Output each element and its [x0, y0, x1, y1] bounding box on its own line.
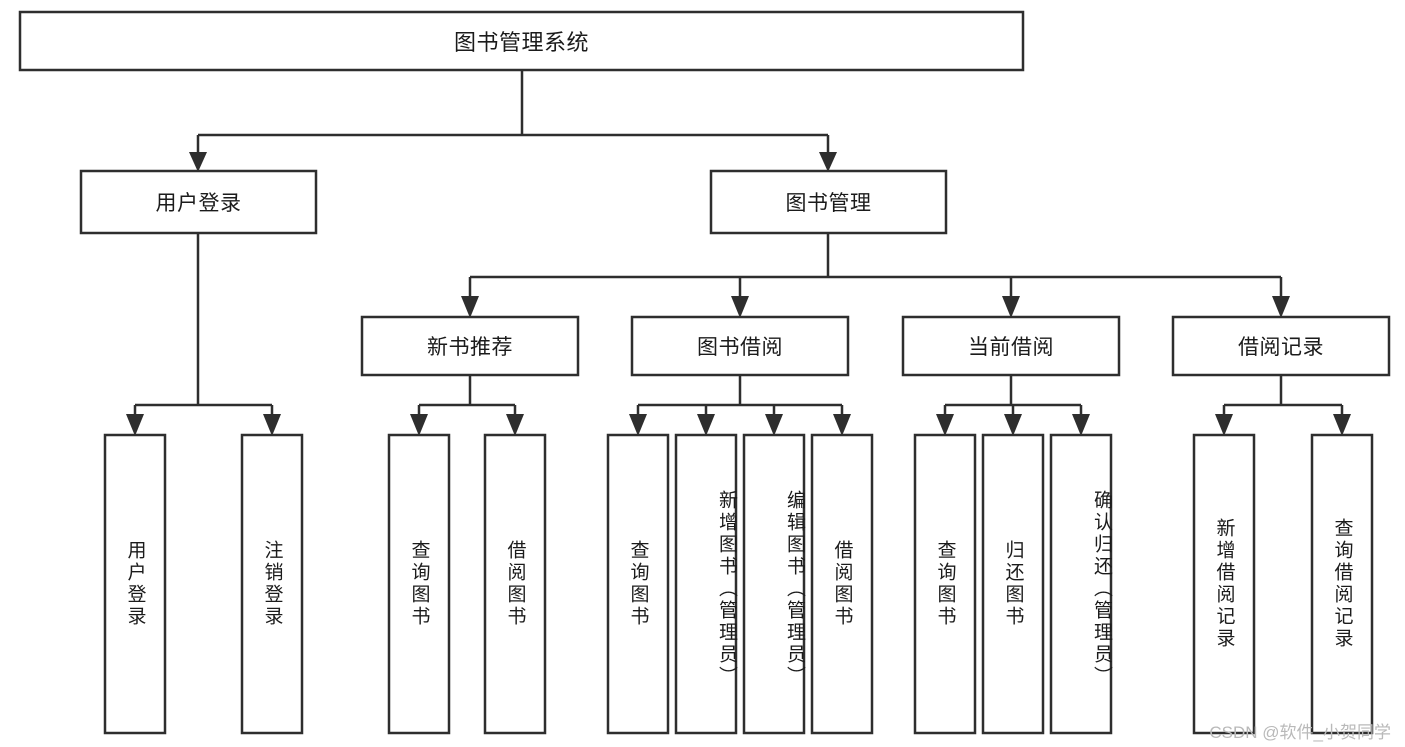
- connector-currentborrow-to-leaves: [936, 375, 1090, 436]
- node-user-login[interactable]: [79, 169, 318, 235]
- node-borrow-record[interactable]: [1171, 315, 1391, 377]
- leaf-box[interactable]: [674, 433, 738, 735]
- node-current-borrow[interactable]: [901, 315, 1121, 377]
- watermark-text: CSDN @软件_小贺同学: [1209, 723, 1391, 742]
- node-root-book-management-system[interactable]: [18, 10, 1025, 72]
- leaf-box[interactable]: [913, 433, 977, 735]
- leaf-box[interactable]: [1310, 433, 1374, 735]
- leaf-box[interactable]: [742, 433, 806, 735]
- leaf-box[interactable]: [1192, 433, 1256, 735]
- leaf-box[interactable]: [810, 433, 874, 735]
- node-book-management[interactable]: [709, 169, 948, 235]
- leaf-box[interactable]: [1049, 433, 1113, 735]
- connector-bookmgmt-to-level3: [461, 233, 1290, 318]
- node-book-borrow[interactable]: [630, 315, 850, 377]
- node-new-book-recommend[interactable]: [360, 315, 580, 377]
- connector-bookborrow-to-leaves: [629, 375, 851, 436]
- leaf-box[interactable]: [981, 433, 1045, 735]
- connector-userlogin-to-leaves: [126, 233, 281, 436]
- leaf-box[interactable]: [240, 433, 304, 735]
- leaf-box[interactable]: [103, 433, 167, 735]
- leaf-box[interactable]: [387, 433, 451, 735]
- leaf-box[interactable]: [606, 433, 670, 735]
- leaf-box[interactable]: [483, 433, 547, 735]
- connector-borrowrecord-to-leaves: [1215, 375, 1351, 436]
- connector-newbook-to-leaves: [410, 375, 524, 436]
- connector-root-to-level2: [189, 70, 837, 172]
